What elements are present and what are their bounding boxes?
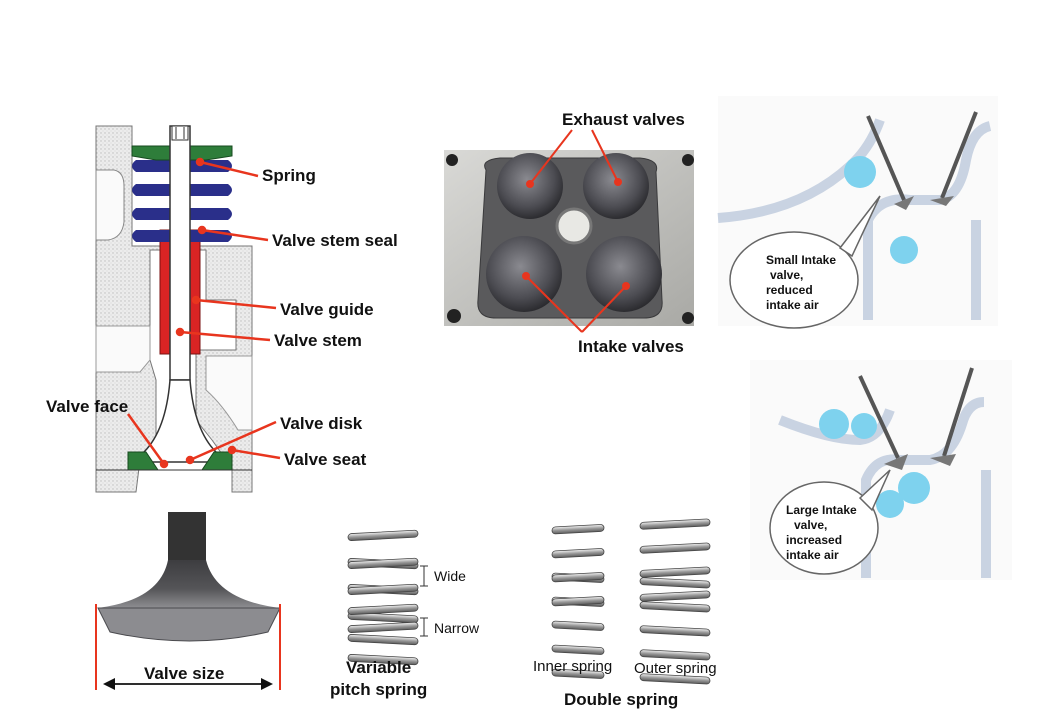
- air-puff-icon: [851, 413, 877, 439]
- small-intake-line3: reduced: [766, 283, 813, 297]
- label-valve-size: Valve size: [144, 664, 225, 683]
- label-valve-disk: Valve disk: [280, 414, 363, 433]
- cutaway-pointers: [126, 157, 281, 469]
- large-intake-line3: increased: [786, 533, 843, 547]
- variable-spring-coil: [347, 603, 419, 615]
- inner-spring-coil: [551, 668, 605, 679]
- outer-spring-coil: [639, 590, 711, 602]
- outer-spring-coil: [639, 577, 711, 589]
- air-puff-icon: [844, 156, 876, 188]
- variable-spring-coil: [347, 557, 419, 569]
- inner-spring-coil: [551, 524, 605, 535]
- spark-plug-hole: [555, 207, 593, 245]
- label-pitch-spring: pitch spring: [330, 680, 428, 699]
- inner-spring-coil: [551, 620, 605, 631]
- label-valve-seat: Valve seat: [284, 450, 367, 469]
- large-intake-line4: intake air: [786, 548, 839, 562]
- cylinder-head-photo: [444, 129, 694, 333]
- outer-spring-coil: [639, 673, 711, 685]
- large-intake-line2: valve,: [794, 518, 828, 532]
- outer-spring-coil: [639, 542, 711, 554]
- air-puff-icon: [898, 472, 930, 504]
- inner-spring-coil: [551, 596, 605, 607]
- variable-spring-coil: [347, 654, 419, 666]
- small-intake-illustration: [717, 96, 998, 329]
- inner-spring: [551, 524, 605, 679]
- valve-photo: [95, 512, 281, 690]
- label-variable: Variable: [346, 658, 412, 677]
- outer-spring-coil: [639, 649, 711, 661]
- variable-pitch-spring: [347, 529, 419, 666]
- large-intake-line1: Large Intake: [786, 503, 857, 517]
- label-valve-guide: Valve guide: [280, 300, 374, 319]
- water-jacket: [95, 169, 125, 241]
- variable-spring-coil: [347, 621, 419, 633]
- outer-spring: [639, 518, 711, 685]
- valve-stem-shape: [169, 125, 191, 381]
- variable-spring-coil: [347, 583, 419, 595]
- variable-spring-coil: [347, 529, 419, 541]
- small-intake-line2: valve,: [770, 268, 804, 282]
- label-double-spring: Double spring: [564, 690, 679, 709]
- valve-cutaway: [95, 125, 281, 493]
- label-valve-face: Valve face: [46, 397, 129, 416]
- intake-valve-right: [586, 236, 662, 312]
- label-valve-stem: Valve stem: [274, 331, 362, 350]
- outer-spring-coil: [639, 601, 711, 613]
- label-wide: Wide: [434, 568, 466, 584]
- outer-spring-coil: [639, 518, 711, 530]
- small-intake-line4: intake air: [766, 298, 819, 312]
- exhaust-port-passage: [205, 355, 253, 431]
- port-passage: [95, 325, 151, 373]
- variable-spring-coil: [347, 634, 419, 646]
- inner-spring-coil: [551, 572, 605, 583]
- label-inner-spring: Inner spring: [533, 658, 613, 675]
- outer-spring-coil: [639, 625, 711, 637]
- label-outer-spring: Outer spring: [634, 660, 717, 677]
- large-intake-illustration: [750, 360, 1012, 580]
- outer-spring-coil: [639, 566, 711, 578]
- large-intake-caption: Large Intake valve, increased intake air: [786, 503, 857, 563]
- inner-spring-coil: [551, 548, 605, 559]
- label-narrow: Narrow: [434, 620, 480, 636]
- inner-spring-coil: [551, 644, 605, 655]
- air-puff-icon: [819, 409, 849, 439]
- small-intake-caption: Small Intake valve, reduced intake air: [766, 253, 836, 313]
- air-puff-icon: [890, 236, 918, 264]
- air-puff-icon: [876, 490, 904, 518]
- label-spring: Spring: [262, 166, 316, 185]
- label-intake-valves: Intake valves: [578, 337, 684, 356]
- exhaust-valve-right: [583, 153, 649, 219]
- label-valve-stem-seal: Valve stem seal: [272, 231, 398, 250]
- variable-spring-coil: [347, 612, 419, 624]
- head-pointers: [522, 129, 630, 333]
- label-exhaust-valves: Exhaust valves: [562, 110, 685, 129]
- small-intake-line1: Small Intake: [766, 253, 837, 267]
